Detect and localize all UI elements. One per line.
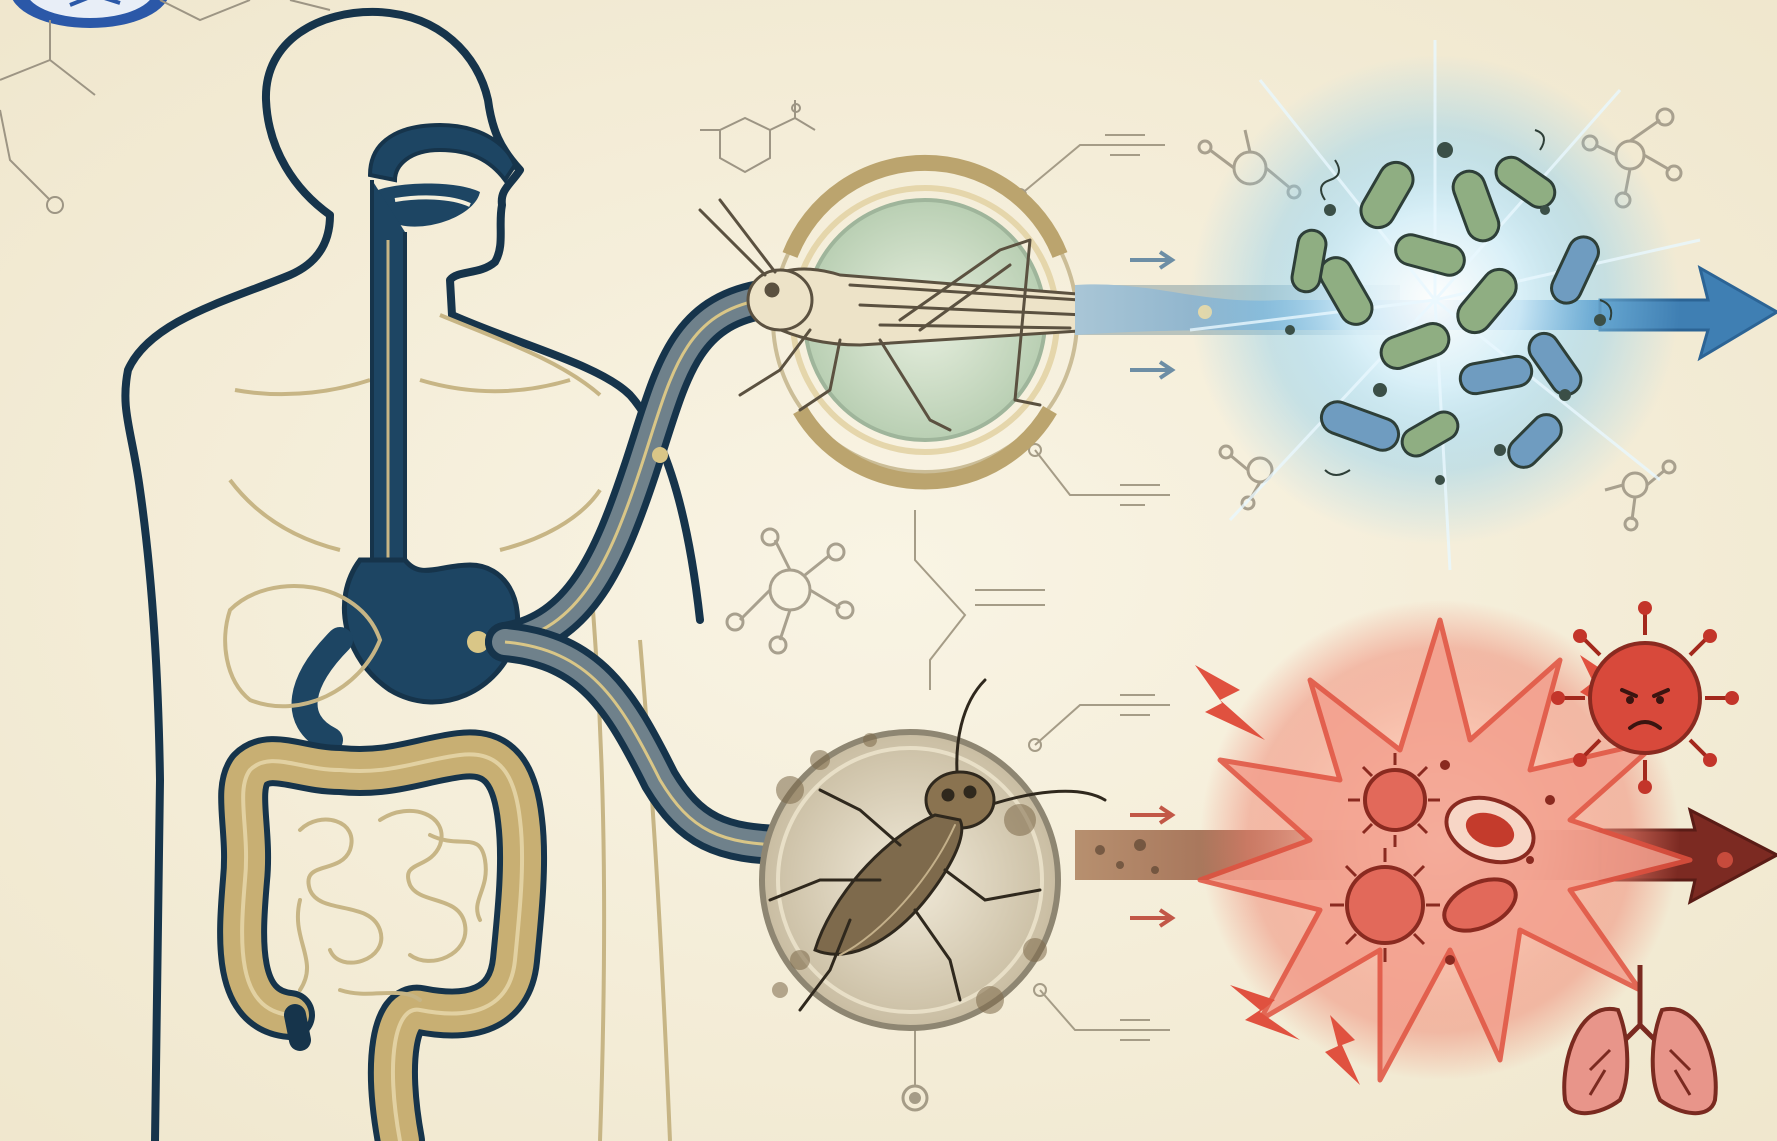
angry-virus-icon	[1551, 601, 1739, 794]
